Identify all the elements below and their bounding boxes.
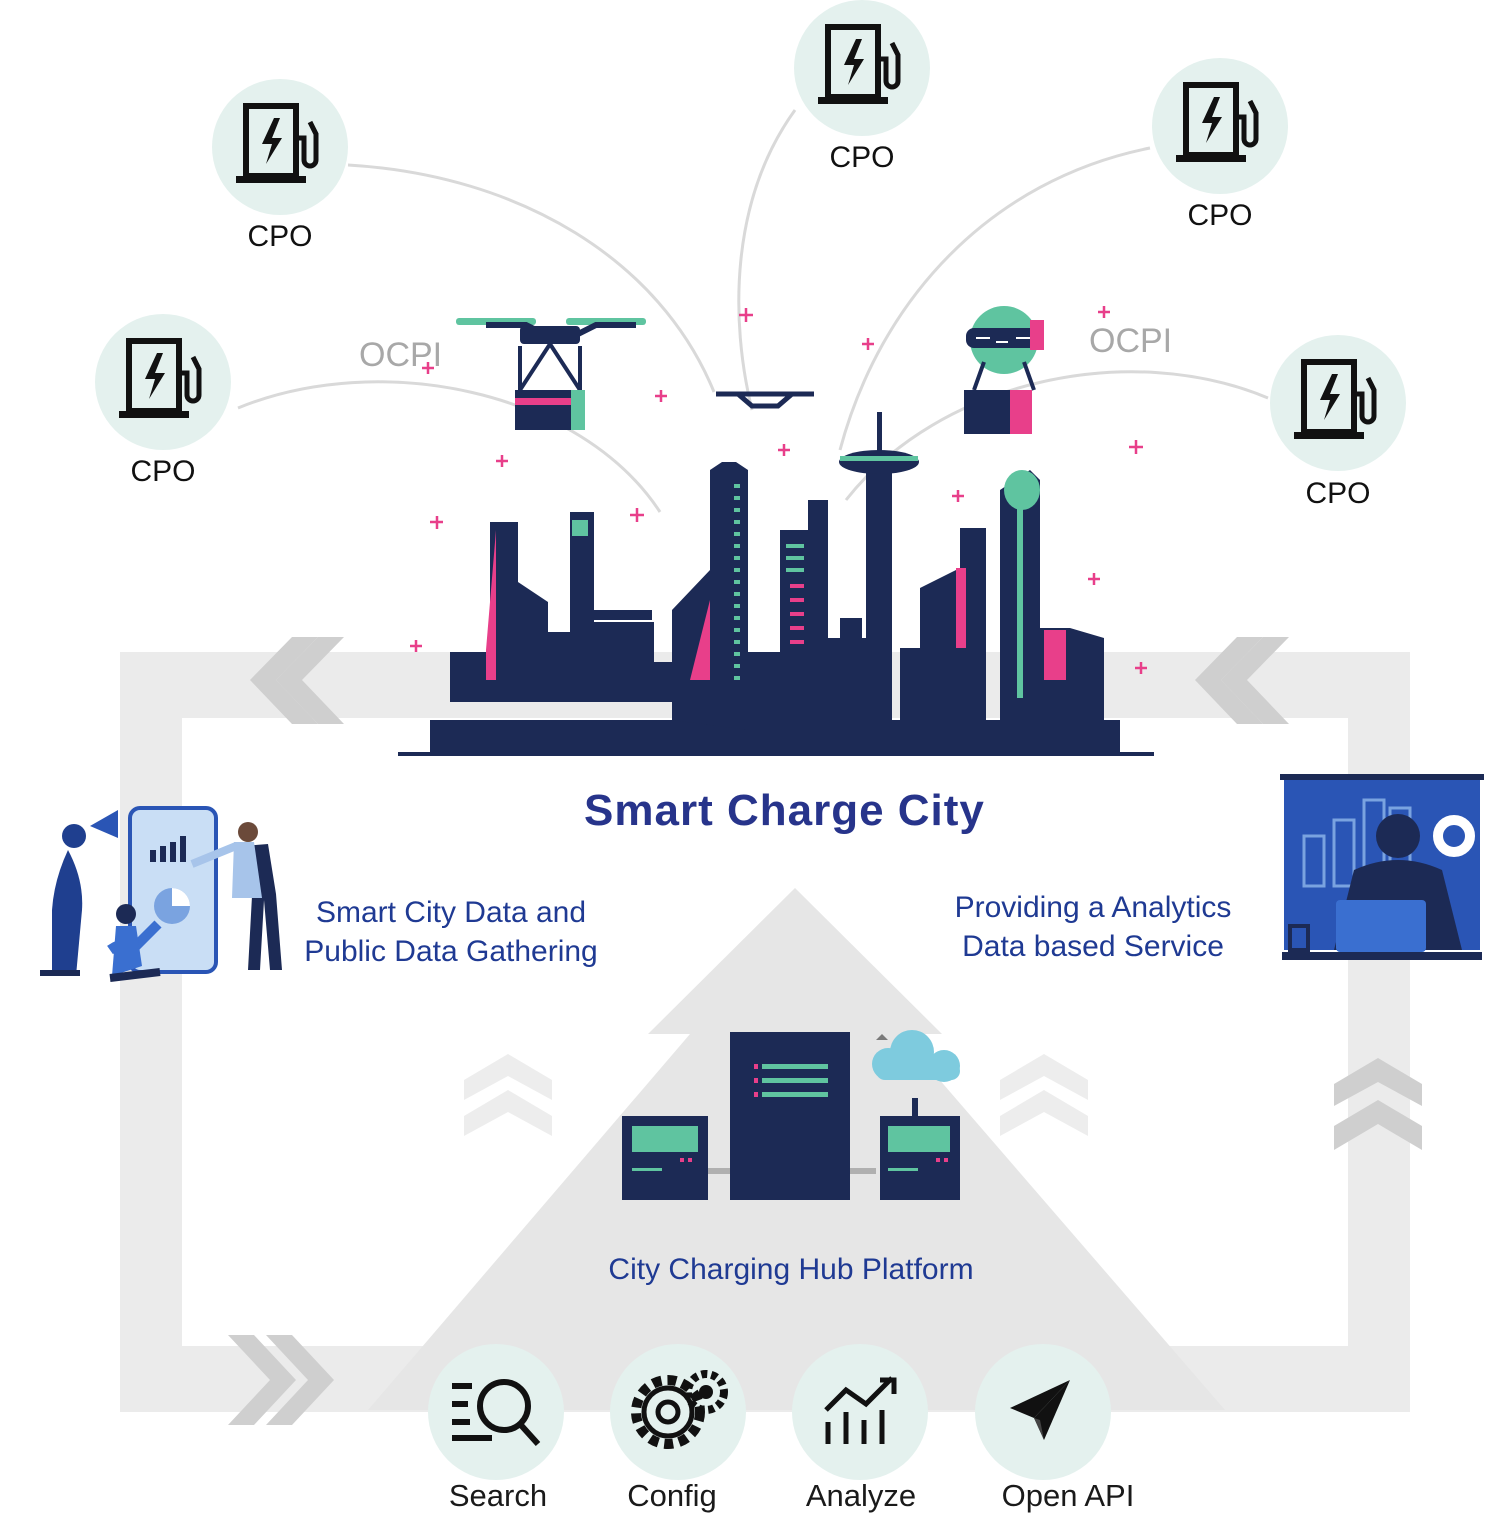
cpo-label-1: CPO bbox=[247, 220, 313, 253]
left-caption-line2: Public Data Gathering bbox=[304, 935, 598, 968]
city-skyline bbox=[398, 412, 1154, 756]
data-gathering-illustration bbox=[40, 806, 282, 982]
tool-label-open-api: Open API bbox=[1001, 1478, 1135, 1513]
ocpi-label-right: OCPI bbox=[1089, 322, 1173, 360]
cpo-label-5: CPO bbox=[1305, 477, 1371, 510]
up-chevron-right bbox=[1334, 1058, 1422, 1150]
connection-curves bbox=[237, 109, 1269, 513]
tool-open-api[interactable] bbox=[975, 1344, 1111, 1480]
cpo-node-4 bbox=[1152, 58, 1288, 194]
left-caption: Smart City Data and Public Data Gatherin… bbox=[290, 893, 612, 971]
up-chevron-inner-right bbox=[1000, 1054, 1088, 1136]
small-drone bbox=[716, 391, 814, 409]
delivery-drone-left bbox=[456, 318, 646, 430]
tool-config[interactable] bbox=[610, 1344, 746, 1480]
delivery-drone-right bbox=[964, 306, 1044, 434]
cpo-node-1 bbox=[212, 79, 348, 215]
server-cluster bbox=[622, 1030, 960, 1200]
tool-label-search: Search bbox=[448, 1478, 548, 1513]
cpo-node-3 bbox=[794, 0, 930, 136]
tool-label-config: Config bbox=[627, 1478, 717, 1513]
analytics-illustration bbox=[1280, 774, 1484, 960]
chart-icon bbox=[824, 1376, 897, 1444]
cloud-icon bbox=[872, 1030, 960, 1082]
ocpi-label-left: OCPI bbox=[359, 336, 443, 374]
up-chevron-inner-left bbox=[464, 1054, 552, 1136]
tool-analyze[interactable] bbox=[792, 1344, 928, 1480]
bottom-chevron-arrow bbox=[228, 1335, 334, 1425]
right-caption-line1: Providing a Analytics bbox=[954, 891, 1232, 924]
diagram-title: Smart Charge City bbox=[584, 786, 985, 835]
cpo-label-3: CPO bbox=[829, 141, 895, 174]
right-caption: Providing a Analytics Data based Service bbox=[940, 888, 1246, 966]
paper-plane-icon bbox=[1010, 1380, 1070, 1440]
cpo-label-2: CPO bbox=[130, 455, 196, 488]
cpo-label-4: CPO bbox=[1187, 199, 1253, 232]
sparkles bbox=[410, 306, 1147, 674]
left-caption-line1: Smart City Data and bbox=[315, 896, 587, 929]
cpo-node-5 bbox=[1270, 335, 1406, 471]
cpo-node-2 bbox=[95, 314, 231, 450]
right-caption-line2: Data based Service bbox=[962, 930, 1224, 963]
tool-search[interactable] bbox=[428, 1344, 564, 1480]
platform-label: City Charging Hub Platform bbox=[608, 1253, 974, 1286]
left-chevron-arrow bbox=[250, 637, 344, 724]
tool-label-analyze: Analyze bbox=[805, 1478, 917, 1513]
gear-icon bbox=[631, 1370, 728, 1449]
right-chevron-arrow bbox=[1195, 637, 1289, 724]
search-icon bbox=[452, 1379, 541, 1447]
